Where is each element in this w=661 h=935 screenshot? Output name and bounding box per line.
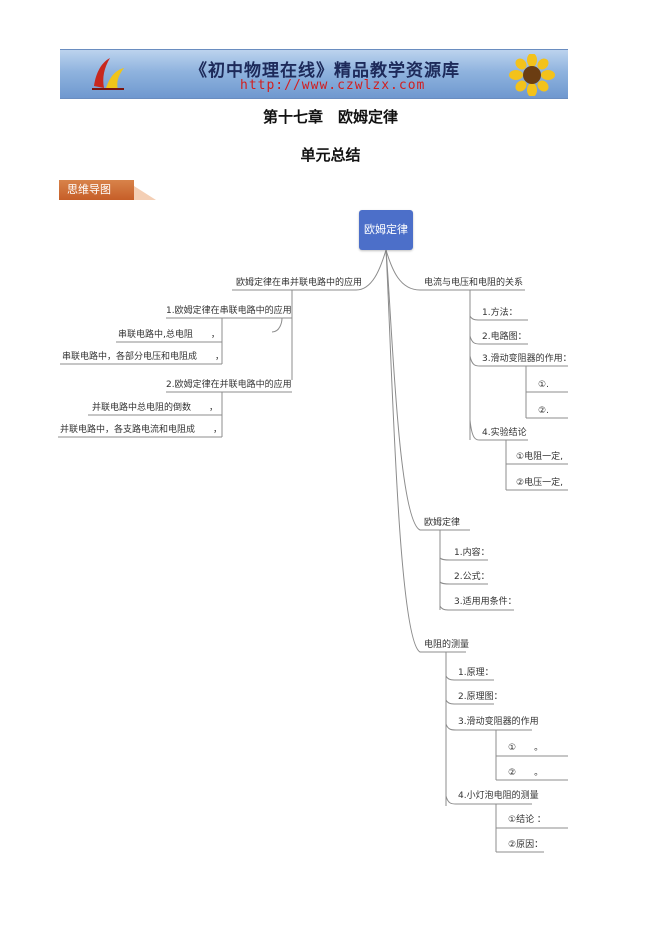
mindmap-tag-tail — [134, 186, 156, 200]
relation-rheostat: 3.滑动变阻器的作用： — [482, 354, 572, 364]
measurement-bulb-item-2: ②原因： — [508, 840, 544, 850]
series-item-2: 串联电路中，各部分电压和电阻成 ， — [62, 352, 225, 362]
sunflower-icon — [509, 54, 555, 96]
ohm-law-item-1: 1.内容： — [454, 548, 490, 558]
measurement-bulb-item-1: ①结论 ： — [508, 815, 546, 825]
branch-relation-label: 电流与电压和电阻的关系 — [424, 278, 524, 288]
ohm-law-item-2: 2.公式： — [454, 572, 490, 582]
relation-conclusion-item-1: ①电阻一定, — [516, 452, 563, 462]
chapter-title: 第十七章 欧姆定律 — [262, 108, 398, 126]
measurement-rheostat: 3.滑动变阻器的作用 — [458, 717, 539, 727]
mindmap-root: 欧姆定律 — [359, 210, 413, 250]
branch-left-label: 欧姆定律在串并联电路中的应用 — [236, 278, 363, 288]
banner-title: 《初中物理在线》精品教学资源库 — [190, 61, 460, 81]
relation-circuit: 2.电路图： — [482, 332, 527, 342]
site-logo-icon — [92, 58, 124, 90]
section-title: 单元总结 — [300, 146, 361, 164]
measurement-diagram: 2.原理图： — [458, 692, 503, 702]
branch-ohm-law-label: 欧姆定律 — [424, 518, 461, 528]
measurement-rheostat-item-2: ② 。 — [508, 768, 544, 778]
measurement-principle: 1.原理： — [458, 668, 494, 678]
relation-rheostat-item-2: ②. — [538, 406, 549, 416]
series-item-1: 串联电路中,总电阻 ， — [118, 330, 220, 340]
relation-rheostat-item-1: ①. — [538, 380, 549, 390]
relation-method: 1.方法： — [482, 308, 518, 318]
ohm-law-item-3: 3.适用用条件： — [454, 597, 517, 607]
mindmap-tag: 思维导图 — [59, 180, 134, 200]
branch-measurement-label: 电阻的测量 — [424, 640, 470, 650]
banner-url[interactable]: http://www.czwlzx.com — [240, 78, 426, 93]
measurement-rheostat-item-1: ① 。 — [508, 743, 544, 753]
parallel-app-label: 2.欧姆定律在并联电路中的应用 — [166, 380, 292, 390]
series-app-label: 1.欧姆定律在串联电路中的应用 — [166, 306, 292, 316]
parallel-item-2: 并联电路中，各支路电流和电阻成 ， — [60, 425, 223, 435]
relation-conclusion: 4.实验结论 — [482, 428, 527, 438]
header-banner: 《初中物理在线》精品教学资源库 http://www.czwlzx.com — [60, 49, 568, 99]
parallel-item-1: 并联电路中总电阻的倒数 ， — [92, 403, 219, 413]
relation-conclusion-item-2: ②电压一定, — [516, 478, 563, 488]
measurement-bulb: 4.小灯泡电阻的测量 — [458, 791, 539, 801]
